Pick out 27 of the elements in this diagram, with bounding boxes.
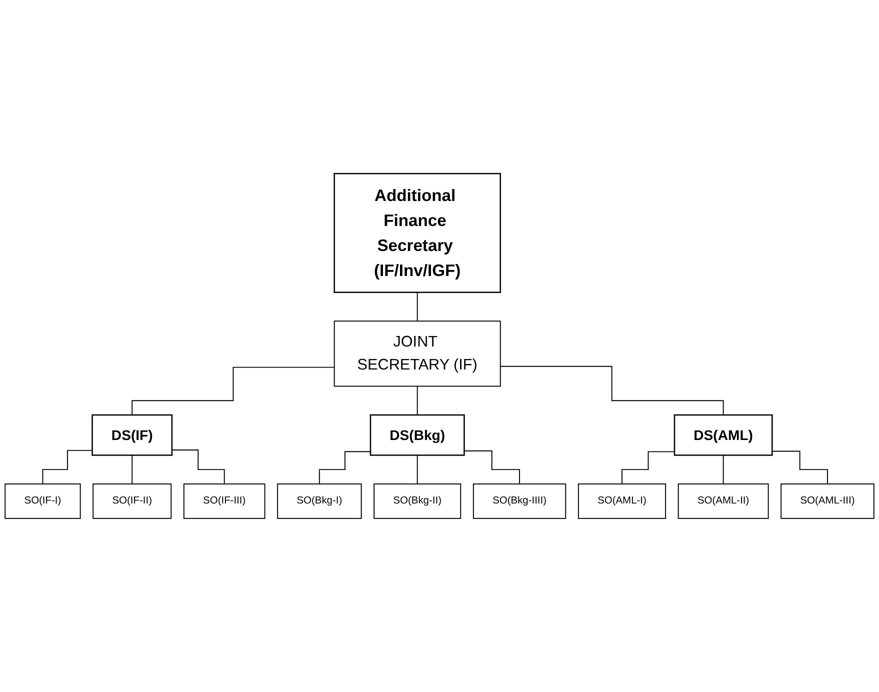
connector xyxy=(464,450,520,484)
connector xyxy=(416,292,418,322)
node-box: DS(AML) xyxy=(674,414,773,456)
connector xyxy=(772,450,828,484)
node-box: SO(IF-II) xyxy=(92,483,172,519)
node-box: SO(AML-II) xyxy=(678,483,769,519)
connector xyxy=(722,454,724,484)
node-box: SO(Bkg-I) xyxy=(277,483,362,519)
node-box: Additional Finance Secretary (IF/Inv/IGF) xyxy=(334,172,501,293)
connector xyxy=(132,366,335,416)
connector xyxy=(622,451,675,484)
node-box: SO(Bkg-IIII) xyxy=(472,483,566,519)
node-box: DS(Bkg) xyxy=(370,414,465,456)
connector xyxy=(318,451,371,484)
connector xyxy=(171,450,225,484)
connector xyxy=(416,386,418,416)
connector xyxy=(42,450,93,484)
connector xyxy=(500,366,724,416)
node-box: DS(IF) xyxy=(92,414,173,456)
node-box: SO(AML-III) xyxy=(780,483,874,519)
connector xyxy=(416,454,418,484)
node-box: SO(Bkg-II) xyxy=(374,483,462,519)
node-box: SO(IF-I) xyxy=(4,483,81,519)
connector xyxy=(132,454,133,484)
node-box: SO(IF-III) xyxy=(183,483,266,519)
node-box: JOINT SECRETARY (IF) xyxy=(334,320,501,387)
node-box: SO(AML-I) xyxy=(578,483,666,519)
